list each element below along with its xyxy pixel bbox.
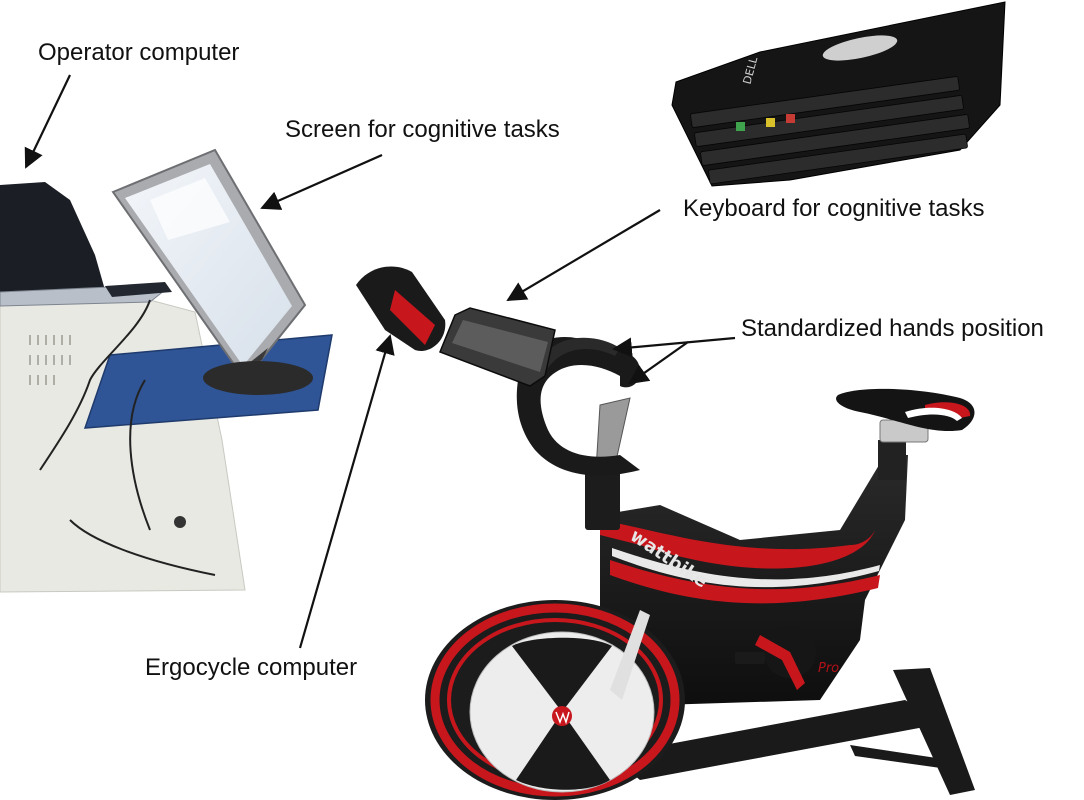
arrow-operator-computer — [24, 74, 71, 169]
handlebars — [516, 337, 640, 476]
cognitive-task-screen — [111, 148, 313, 395]
ergocycle: wattbike Pro — [356, 266, 975, 800]
desk-keyboard — [105, 282, 172, 297]
frame-accent-stripe — [600, 520, 875, 569]
seat-white-accent — [905, 407, 962, 421]
keyboard-color-key-green — [736, 122, 745, 131]
flywheel-arm — [610, 610, 650, 700]
handlebar-hood-top — [540, 337, 620, 368]
annotation-arrows — [24, 74, 736, 649]
annotation-labels: Operator computer Screen for cognitive t… — [38, 39, 1044, 681]
operator-workstation — [0, 148, 333, 593]
operator-computer — [0, 182, 105, 292]
label-keyboard: Keyboard for cognitive tasks — [683, 195, 985, 222]
bike-base-rear-bar — [850, 745, 955, 770]
keyboard-color-key-yellow — [766, 118, 775, 127]
bike-base-rear — [893, 668, 975, 795]
keyboard-inset: DELL — [671, 1, 1006, 187]
flywheel — [425, 600, 685, 800]
bike-base — [610, 700, 935, 780]
arrow-hands-2 — [628, 341, 689, 385]
arrow-ergocycle-computer — [298, 334, 395, 649]
arrow-hands-1 — [612, 336, 736, 358]
label-screen: Screen for cognitive tasks — [285, 116, 560, 143]
label-ergocycle-computer: Ergocycle computer — [145, 654, 357, 681]
frame-white-stripe — [612, 548, 880, 588]
monitor-base — [203, 361, 313, 395]
keyboard-media-keys — [822, 35, 898, 61]
cabinet-lock — [174, 516, 186, 528]
label-hands-position: Standardized hands position — [741, 315, 1044, 342]
arrow-keyboard — [506, 209, 661, 302]
keyboard-keys — [690, 76, 970, 185]
ergocycle-computer-accent — [390, 290, 435, 345]
flywheel-segment-bottom — [516, 712, 610, 790]
crank-arm — [755, 635, 805, 690]
seat-post — [878, 440, 906, 480]
bike-model-label: Pro — [818, 661, 839, 676]
frame-accent-stripe-2 — [610, 560, 880, 604]
pedal — [735, 652, 765, 664]
flywheel-segment-top — [512, 637, 612, 712]
arrow-screen — [260, 153, 383, 210]
bike-seat — [836, 388, 975, 431]
cables — [39, 299, 216, 576]
keyboard-color-key-red — [786, 114, 795, 123]
label-operator-computer: Operator computer — [38, 39, 239, 66]
cabinet-vents — [29, 335, 71, 385]
stem-base — [585, 465, 620, 530]
